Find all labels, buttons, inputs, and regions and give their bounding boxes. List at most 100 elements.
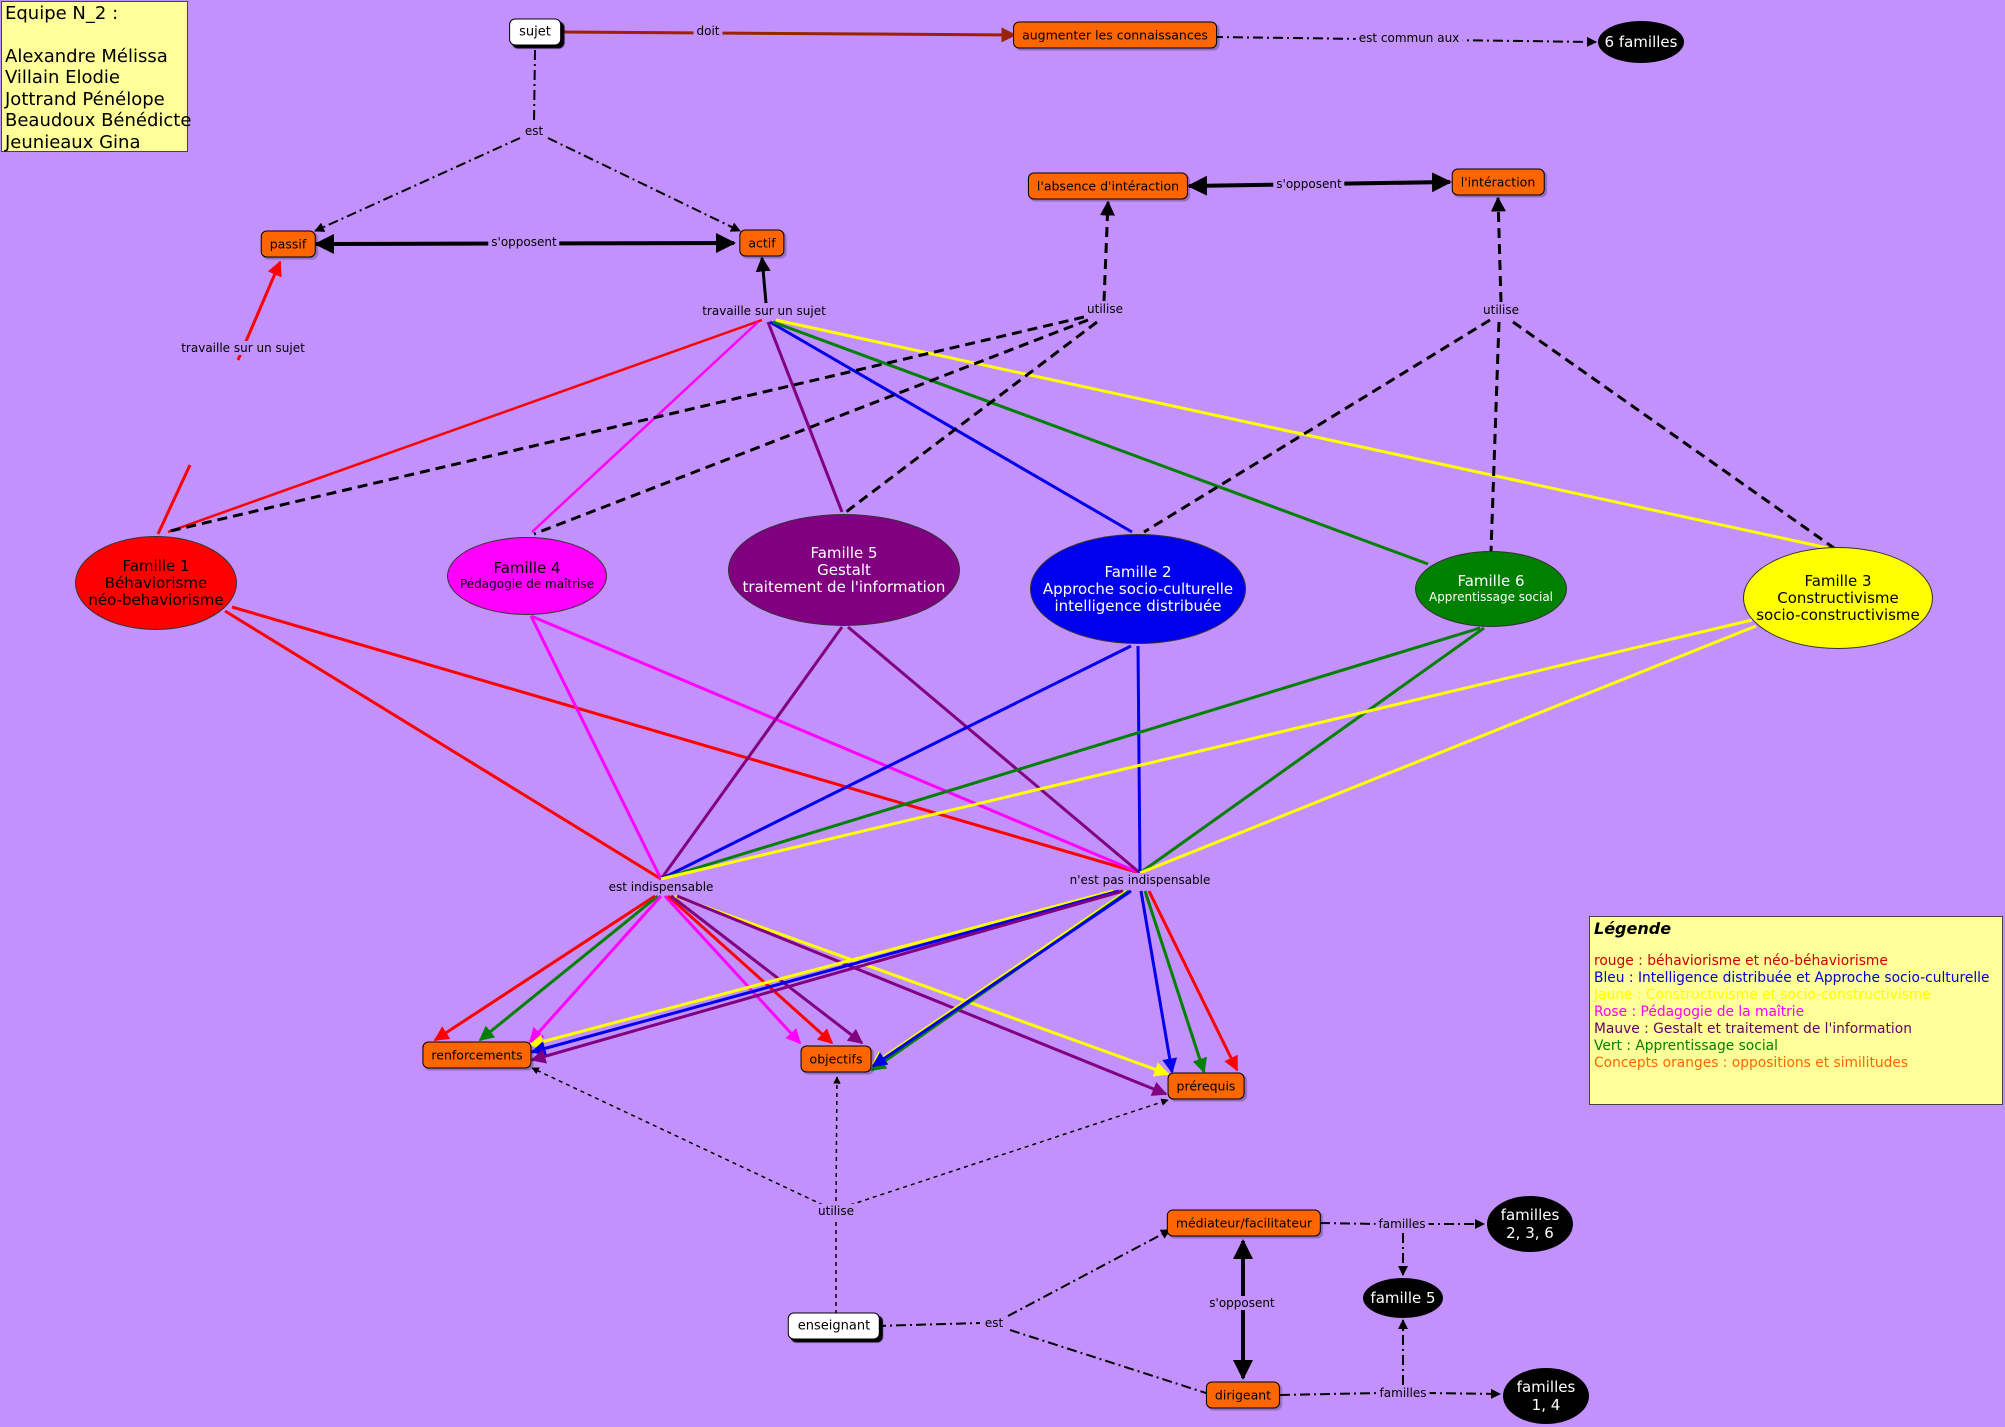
legend-item: Bleu : Intelligence distribuée et Approc… [1594, 970, 1990, 986]
famille-2-line: intelligence distribuée [1054, 596, 1222, 615]
famille-5-line: Gestalt [817, 560, 871, 579]
concept-renforcements[interactable]: renforcements [422, 1041, 532, 1069]
concept-enseignant[interactable]: enseignant [787, 1312, 881, 1340]
connection-line [1147, 890, 1239, 1072]
connection-line [674, 894, 1170, 1077]
link-label-est-indispensable: est indispensable [605, 880, 717, 894]
team-member: Alexandre Mélissa [5, 45, 168, 67]
utilise-absence-arrow [1099, 200, 1115, 302]
f4-travaille-line [531, 321, 759, 533]
famille-2-line: Approche socio-culturelle [1042, 579, 1234, 598]
utilise-renforcements-arrow [531, 1067, 824, 1206]
f1-link [156, 464, 192, 535]
sujet-est-line [533, 49, 536, 124]
link-label-s-opposent: s'opposent [488, 235, 560, 249]
familles-14-arrow [1425, 1388, 1501, 1399]
famille-1-title: Famille 1 [122, 556, 190, 575]
legend-item: Mauve : Gestalt et traitement de l'infor… [1594, 1021, 1912, 1037]
concept-objectifs[interactable]: objectifs [800, 1045, 872, 1073]
connection-line [660, 626, 1481, 881]
concept-absence-interaction[interactable]: l'absence d'intéraction [1027, 172, 1189, 200]
team-title: Equipe N_2 : [5, 3, 119, 24]
famille-1-ellipse[interactable]: Famille 1 Béhaviorisme néo-behaviorisme [75, 536, 237, 630]
famille-3-ellipse[interactable]: Famille 3 Constructivisme socio-construc… [1743, 547, 1933, 649]
team-member: Jeunieaux Gina [5, 131, 141, 153]
utilise-prerequis-arrow [849, 1098, 1169, 1206]
travaille-actif-arrow [755, 256, 771, 304]
link-label-s-opposent: s'opposent [1206, 1296, 1278, 1310]
famille-2-ellipse[interactable]: Famille 2 Approche socio-culturelle inte… [1030, 534, 1246, 644]
concept-interaction[interactable]: l'intéraction [1451, 168, 1545, 196]
legend-box: Légende rouge : béhaviorisme et néo-béha… [1589, 916, 2003, 1105]
famille-6-line: Apprentissage social [1428, 590, 1554, 604]
team-box: Equipe N_2 : Alexandre Mélissa Villain E… [1, 1, 191, 153]
famille-4-ellipse[interactable]: Famille 4 Pédagogie de maîtrise [447, 537, 607, 615]
famille-2-title: Famille 2 [1104, 562, 1172, 581]
concept-dirigeant[interactable]: dirigeant [1205, 1381, 1281, 1409]
concept-sujet[interactable]: sujet [509, 18, 561, 46]
est-passif-arrow [314, 137, 521, 232]
famille-5-title: Famille 5 [810, 543, 878, 562]
famille-1-line: néo-behaviorisme [88, 590, 224, 609]
famille-4-title: Famille 4 [493, 559, 561, 577]
connection-line [528, 889, 1114, 1049]
connection-line [528, 894, 663, 1044]
concept-actif[interactable]: actif [739, 229, 785, 257]
utilise-objectifs-arrow [833, 1076, 841, 1202]
link-label-est: est [981, 1316, 1007, 1330]
team-member: Jottrand Pénélope [5, 88, 165, 110]
legend-title: Légende [1594, 919, 1672, 938]
connection-line [1136, 645, 1142, 874]
concept-famille-5[interactable]: famille 5 [1363, 1278, 1443, 1318]
familles-numbers: 2, 3, 6 [1506, 1224, 1554, 1242]
link-label-familles: familles [1376, 1386, 1430, 1400]
connection-line [871, 889, 1132, 1068]
utilise-dashed-line [1143, 318, 1491, 534]
doit-arrow [560, 27, 1017, 43]
famille-5-ellipse[interactable]: Famille 5 Gestalt traitement de l'inform… [728, 514, 960, 626]
concept-prerequis[interactable]: prérequis [1167, 1072, 1245, 1100]
famille-4-line: Pédagogie de maîtrise [459, 577, 595, 591]
legend-item: rouge : béhaviorisme et néo-béhaviorisme [1594, 953, 1888, 969]
utilise-dashed-line [845, 320, 1098, 514]
concept-augmenter-connaissances[interactable]: augmenter les connaissances [1013, 21, 1217, 49]
concept-passif[interactable]: passif [260, 230, 316, 258]
link-label-familles: familles [1375, 1217, 1429, 1231]
famille-5-line: traitement de l'information [742, 577, 946, 596]
team-member: Villain Elodie [5, 67, 120, 88]
connection-line [847, 625, 1141, 875]
connection-line [659, 626, 844, 880]
concept-six-familles[interactable]: 6 familles [1598, 21, 1684, 63]
link-label-travaille-sur-un-sujet: travaille sur un sujet [699, 304, 829, 318]
connection-line [1139, 626, 1485, 875]
f5-travaille-line [766, 321, 844, 513]
connection-line [224, 609, 662, 881]
famille-6-ellipse[interactable]: Famille 6 Apprentissage social [1415, 551, 1567, 627]
enseignant-est-line [875, 1322, 981, 1327]
f6-travaille-line [772, 320, 1429, 566]
concept-mediateur-facilitateur[interactable]: médiateur/facilitateur [1166, 1209, 1322, 1237]
connection-line [670, 894, 864, 1045]
connection-line [1139, 624, 1757, 875]
link-label-n-est-pas-indispensable: n'est pas indispensable [1066, 873, 1214, 887]
familles-label: familles [1516, 1378, 1576, 1396]
connection-line [660, 618, 1753, 881]
connection-line [676, 894, 1168, 1096]
legend-item: Rose : Pédagogie de la maîtrie [1594, 1004, 1805, 1020]
commun-arrow [1212, 36, 1597, 47]
legend-item: Vert : Apprentissage social [1594, 1038, 1778, 1054]
link-label-est: est [521, 124, 547, 138]
connection-line [529, 615, 663, 880]
est-actif-arrow [547, 137, 741, 232]
utilise-dashed-line [165, 315, 1085, 534]
legend-item: Jaune : Constructivisme et socio-constru… [1594, 987, 1931, 1003]
connection-line [666, 894, 834, 1045]
link-label-utilise: utilise [1480, 303, 1522, 317]
connection-line [870, 889, 1128, 1067]
connection-line [530, 889, 1120, 1056]
dirigeant-familles-line [1279, 1392, 1381, 1396]
connection-line [1143, 890, 1207, 1074]
